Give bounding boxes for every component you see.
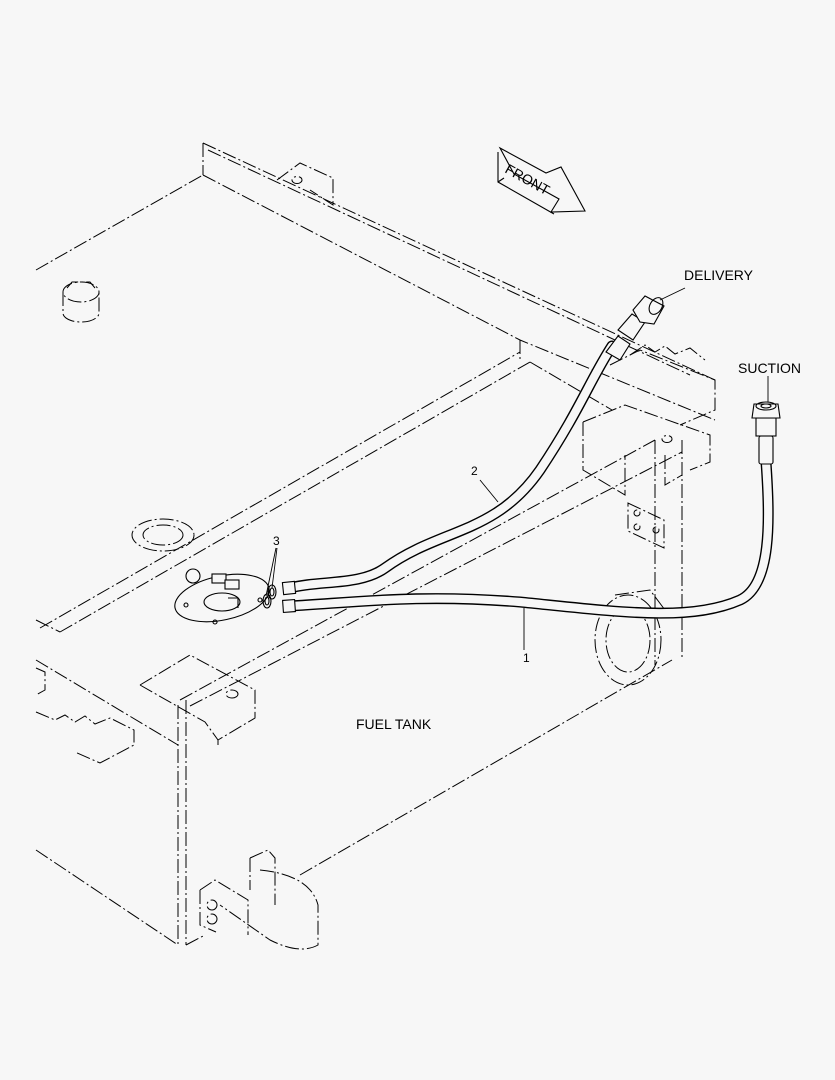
rear-bracket-lower: [582, 404, 711, 496]
callout-2: 2: [471, 464, 478, 478]
top-mount-bracket: [276, 162, 334, 206]
callout-3: 3: [273, 534, 280, 548]
callout-1: 1: [523, 651, 530, 665]
rear-bracket-upper: [609, 344, 716, 426]
side-plate: [627, 502, 665, 549]
delivery-label: DELIVERY: [684, 267, 754, 283]
filler-cap: [62, 281, 100, 323]
suction-fitting: [751, 401, 781, 465]
fuel-tank-label: FUEL TANK: [356, 716, 432, 732]
delivery-fitting: [605, 295, 665, 361]
hose-end-ferrules: [281, 580, 297, 613]
suction-label: SUCTION: [738, 360, 801, 376]
fuel-tank: [35, 142, 716, 946]
leader-lines: [265, 287, 769, 650]
front-direction-arrow: FRONT: [497, 146, 586, 215]
bottom-strap-bracket: [199, 849, 319, 950]
suction-hose: [284, 456, 774, 619]
delivery-hose: [284, 340, 618, 594]
sealing-washers: [262, 584, 277, 609]
front-support-bracket: [35, 654, 256, 764]
inspection-plate: [131, 518, 195, 552]
tank-flange-fitting: [174, 568, 270, 625]
